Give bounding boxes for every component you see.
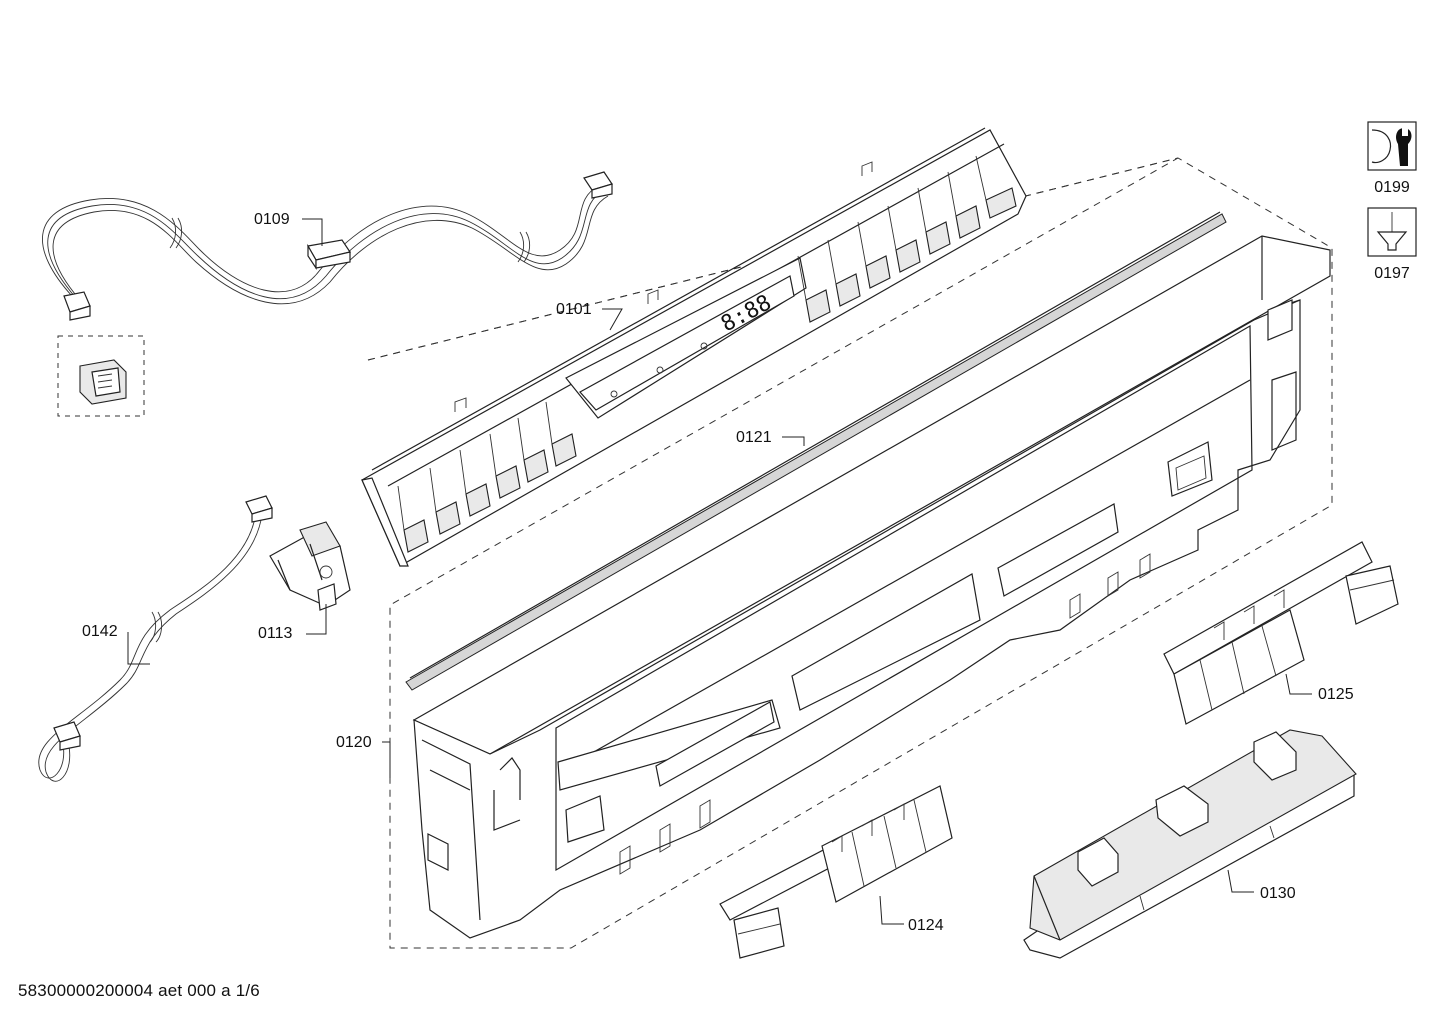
seal-strip-0121 <box>405 211 1227 691</box>
cable-0142 <box>38 495 273 782</box>
connector-detail-inset <box>57 335 145 417</box>
clip-set-0124 <box>719 785 953 959</box>
part-label-0125: 0125 <box>1318 686 1354 703</box>
part-label-0101: 0101 <box>556 301 592 318</box>
document-footer-code: 58300000200004 aet 000 a 1/6 <box>18 981 260 1000</box>
left-buttons <box>397 401 577 553</box>
part-label-0109: 0109 <box>254 211 290 228</box>
part-label-0113: 0113 <box>258 625 293 642</box>
switch-0113 <box>269 521 351 611</box>
fascia-panel-0120 <box>412 235 1331 939</box>
part-label-0130: 0130 <box>1260 885 1296 902</box>
part-label-0199: 0199 <box>1374 179 1410 196</box>
part-label-0124: 0124 <box>908 917 944 934</box>
control-module-0101: 8:88 <box>361 127 1027 567</box>
leader-lines <box>127 218 1312 925</box>
part-label-0121: 0121 <box>736 429 772 446</box>
wrench-icon <box>1367 121 1417 171</box>
part-label-0197: 0197 <box>1374 265 1410 282</box>
right-buttons <box>797 155 1017 323</box>
clip-set-0125 <box>1163 541 1399 725</box>
wire-harness-0109 <box>42 171 613 321</box>
part-label-0142: 0142 <box>82 623 118 640</box>
part-label-0120: 0120 <box>336 734 372 751</box>
cover-0130 <box>1023 729 1357 959</box>
screwdriver-icon <box>1367 207 1417 257</box>
